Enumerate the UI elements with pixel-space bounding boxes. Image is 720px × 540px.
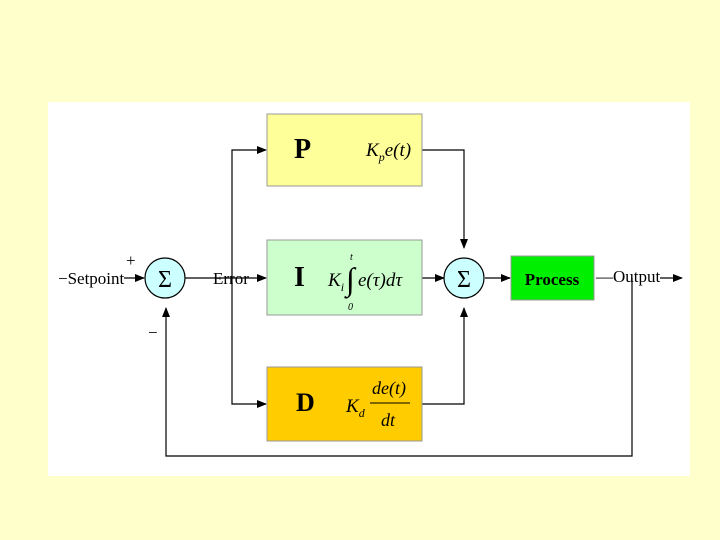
- connector-lines: [124, 146, 683, 457]
- i-block-box: [266, 239, 423, 316]
- i-block-letter: I: [294, 262, 305, 293]
- minus-sign: −: [148, 323, 158, 342]
- diagram-canvas: P Kpe(t) I Ki ∫ t 0 e(τ)dτ D Kd de(t) dt…: [48, 102, 690, 476]
- d-block-letter: D: [296, 388, 315, 417]
- sum-junction-1-circle: [144, 257, 186, 299]
- error-label: Error: [213, 269, 249, 288]
- integral-upper-limit: t: [350, 252, 353, 263]
- sum-junction-2: Σ: [443, 257, 485, 299]
- pid-diagram: P Kpe(t) I Ki ∫ t 0 e(τ)dτ D Kd de(t) dt…: [58, 113, 683, 457]
- d-to-sum-arrow: [422, 307, 468, 405]
- error-to-p-arrow: [231, 146, 267, 278]
- process-block: Process: [510, 255, 595, 301]
- plus-sign: +: [126, 251, 136, 270]
- integral-sign: ∫: [344, 261, 357, 299]
- d-block-box: [266, 366, 423, 442]
- i-gain: Ki: [327, 270, 344, 294]
- d-gain: Kd: [345, 396, 366, 420]
- sum-symbol-1: Σ: [158, 267, 172, 293]
- error-to-d-arrow: [231, 278, 267, 408]
- p-block-box: [266, 113, 423, 187]
- p-gain: Kpe(t): [365, 140, 411, 164]
- process-label: Process: [525, 270, 580, 289]
- sum-symbol-2: Σ: [457, 267, 471, 293]
- d-numerator: de(t): [372, 378, 406, 399]
- p-block: P Kpe(t): [266, 113, 423, 187]
- i-block: I Ki ∫ t 0 e(τ)dτ: [266, 239, 423, 316]
- i-expr: e(τ)dτ: [358, 270, 403, 291]
- integral-lower-limit: 0: [348, 302, 353, 313]
- output-label: —Output: [595, 267, 661, 286]
- p-block-letter: P: [294, 134, 311, 165]
- process-block-box: [510, 255, 595, 301]
- p-to-sum-arrow: [422, 149, 468, 249]
- feedback-arrow: [162, 278, 633, 457]
- sum-junction-2-circle: [443, 257, 485, 299]
- setpoint-label: −Setpoint: [58, 269, 125, 288]
- sum-junction-1: Σ: [144, 257, 186, 299]
- d-block: D Kd de(t) dt: [266, 366, 423, 442]
- d-denominator: dt: [381, 410, 396, 430]
